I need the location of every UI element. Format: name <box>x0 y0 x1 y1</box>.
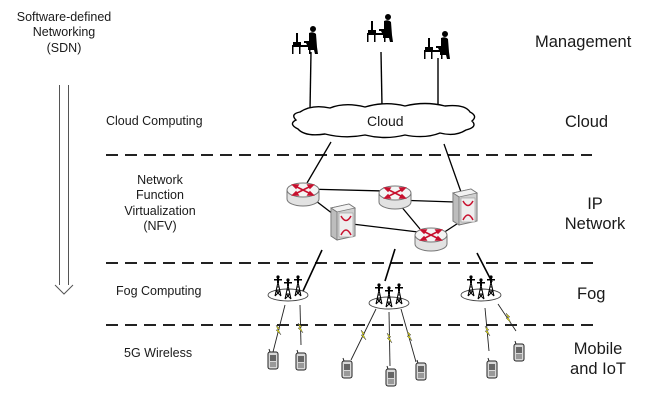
layer-mobile-iot-line2: and IoT <box>570 360 626 379</box>
nfv-label-line3: Virtualization <box>124 203 196 218</box>
sdn-label-line2: Networking <box>32 25 96 40</box>
fog-node-icon <box>268 275 308 301</box>
fog-node-icon <box>369 283 409 309</box>
router-icon <box>378 185 412 210</box>
nfv-label-line1: Network <box>137 173 183 187</box>
5g-wireless-label: 5G Wireless <box>124 346 193 360</box>
cloud-icon <box>291 102 476 139</box>
layer-fog: Fog <box>577 285 606 303</box>
mobile-device-icon <box>385 365 397 387</box>
mobile-device-icon <box>486 357 498 379</box>
sdn-label-line1: Software-defined <box>16 10 112 24</box>
sdn-label-line3: (SDN) <box>46 40 82 55</box>
mobile-device-icon <box>341 357 353 379</box>
mobile-device-icon <box>513 340 525 362</box>
cloud-computing-label: Cloud Computing <box>106 114 203 128</box>
workstation-icon <box>367 14 393 42</box>
fog-computing-label: Fog Computing <box>116 284 202 298</box>
layer-mobile-iot-line1: Mobile <box>573 340 623 358</box>
wireless-signal-icon <box>505 312 512 324</box>
router-icon <box>286 182 320 207</box>
router-icon <box>414 227 448 252</box>
layer-mobile-iot: Mobile and IoT <box>566 339 630 379</box>
wireless-signal-icon <box>275 324 282 336</box>
nfv-label: Network Function Virtualization (NFV) <box>110 173 210 234</box>
mobile-device-icon <box>415 359 427 381</box>
layer-management: Management <box>535 33 632 51</box>
layer-ip-network-line1: IP <box>587 195 603 213</box>
layer-ip-network-line2: Network <box>564 215 626 234</box>
nfv-label-line4: (NFV) <box>143 218 177 233</box>
workstation-icon <box>424 31 450 59</box>
switch-icon <box>330 203 356 241</box>
nfv-label-line2: Function <box>136 188 184 203</box>
layer-cloud: Cloud <box>565 113 609 131</box>
mobile-device-icon <box>295 349 307 371</box>
layer-separators <box>106 154 600 326</box>
cloud-label: Cloud <box>367 113 404 129</box>
sdn-arrow-icon <box>54 85 74 295</box>
workstation-icon <box>292 26 318 54</box>
mobile-device-icon <box>267 348 279 370</box>
sdn-label: Software-defined Networking (SDN) <box>4 10 124 56</box>
fog-node-icon <box>461 275 501 301</box>
layer-ip-network: IP Network <box>560 194 630 234</box>
switch-icon <box>452 188 478 226</box>
